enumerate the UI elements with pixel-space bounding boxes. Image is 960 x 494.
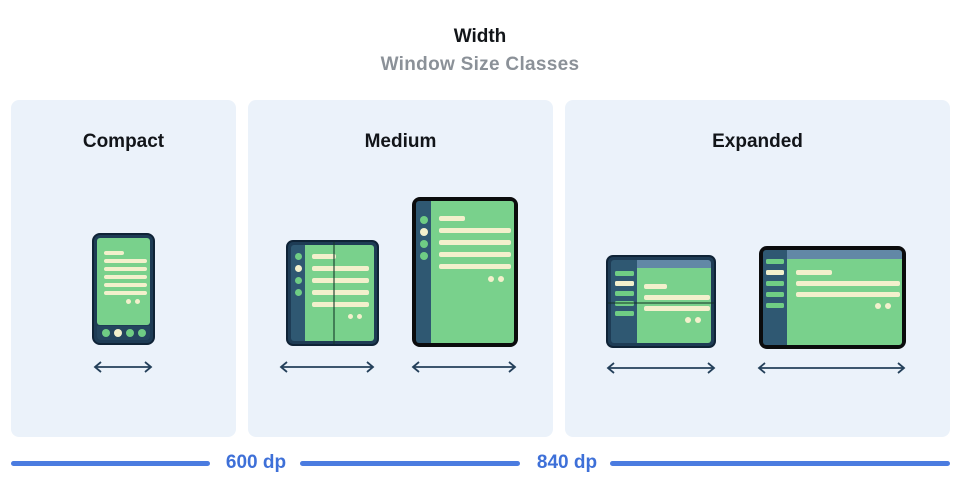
sidebar-dot: [294, 289, 302, 296]
diagram-title: Width: [453, 26, 507, 47]
sidebar-bar: [766, 281, 784, 286]
foldable-portrait-illustration: [286, 240, 379, 346]
phone-illustration: [92, 233, 155, 345]
dot: [135, 299, 140, 304]
text-line: [104, 259, 147, 263]
text-line: [104, 275, 147, 279]
app-bar: [637, 260, 711, 268]
sidebar-bar: [766, 303, 784, 308]
device-screen: [416, 201, 514, 343]
nav-circle: [125, 329, 134, 337]
dot: [498, 276, 504, 282]
sidebar-bar: [615, 301, 634, 306]
text-line: [439, 216, 465, 221]
text-line: [644, 295, 710, 300]
device-screen: [611, 260, 711, 343]
sidebar-dot: [419, 228, 428, 236]
panel-label-compact: Compact: [82, 131, 165, 152]
text-line: [796, 292, 900, 297]
nav-circle: [101, 329, 110, 337]
overflow-dots: [439, 276, 514, 282]
text-line: [104, 251, 124, 255]
fold-line: [332, 242, 335, 344]
breakpoint-label-600dp: 600 dp: [225, 452, 287, 473]
main-column: [787, 250, 902, 345]
dot: [685, 317, 691, 323]
text-line: [312, 278, 369, 283]
tablet-landscape-illustration: [759, 246, 906, 349]
text-line: [312, 290, 369, 295]
text-line: [312, 254, 336, 259]
overflow-dots: [104, 299, 143, 304]
dot: [695, 317, 701, 323]
panel-label-medium: Medium: [364, 131, 437, 152]
dot: [357, 314, 362, 319]
content-area: [637, 268, 711, 343]
sidebar-bar: [766, 270, 784, 275]
sidebar-dot: [294, 277, 302, 284]
text-line: [439, 240, 511, 245]
width-arrow-icon: [279, 361, 375, 373]
ruler-segment: [610, 461, 950, 466]
nav-circle: [113, 329, 122, 337]
text-line: [104, 283, 147, 287]
dot: [348, 314, 353, 319]
navigation-bar: [97, 326, 150, 340]
sidebar-bar: [766, 292, 784, 297]
app-bar: [787, 250, 902, 259]
diagram-subtitle: Window Size Classes: [380, 54, 580, 75]
dot: [126, 299, 131, 304]
device-sidebar: [291, 245, 305, 341]
device-sidebar: [416, 201, 431, 343]
device-screen: [291, 245, 374, 341]
sidebar-dot: [294, 253, 302, 260]
breakpoint-label-840dp: 840 dp: [536, 452, 598, 473]
nav-circle: [137, 329, 146, 337]
ruler-segment: [11, 461, 210, 466]
foldable-landscape-illustration: [606, 255, 716, 348]
sidebar-dot: [419, 216, 428, 224]
sidebar-dot: [419, 240, 428, 248]
width-arrow-icon: [93, 361, 153, 373]
sidebar-bar: [766, 259, 784, 264]
fold-line: [608, 301, 714, 304]
panel-label-expanded: Expanded: [712, 131, 803, 152]
width-arrow-icon: [411, 361, 517, 373]
dot: [885, 303, 891, 309]
device-screen: [97, 238, 150, 325]
text-line: [644, 306, 710, 311]
content-area: [431, 201, 514, 343]
main-column: [637, 260, 711, 343]
sidebar-bar: [615, 291, 634, 296]
text-line: [312, 302, 369, 307]
text-line: [796, 281, 900, 286]
width-arrow-icon: [757, 362, 906, 374]
sidebar-dot: [419, 252, 428, 260]
width-arrow-icon: [606, 362, 716, 374]
text-line: [104, 291, 147, 295]
sidebar-bar: [615, 271, 634, 276]
text-line: [796, 270, 832, 275]
text-line: [104, 267, 147, 271]
sidebar-dot: [294, 265, 302, 272]
dot: [875, 303, 881, 309]
text-line: [312, 266, 369, 271]
device-sidebar: [763, 250, 787, 345]
text-line: [439, 252, 511, 257]
content-area: [305, 245, 374, 341]
text-line: [439, 264, 511, 269]
sidebar-bar: [615, 281, 634, 286]
content-area: [787, 259, 902, 345]
dot: [488, 276, 494, 282]
overflow-dots: [796, 303, 902, 309]
overflow-dots: [644, 317, 711, 323]
text-line: [439, 228, 511, 233]
text-line: [644, 284, 667, 289]
device-screen: [763, 250, 902, 345]
tablet-portrait-illustration: [412, 197, 518, 347]
sidebar-bar: [615, 311, 634, 316]
overflow-dots: [312, 314, 374, 319]
ruler-segment: [300, 461, 520, 466]
